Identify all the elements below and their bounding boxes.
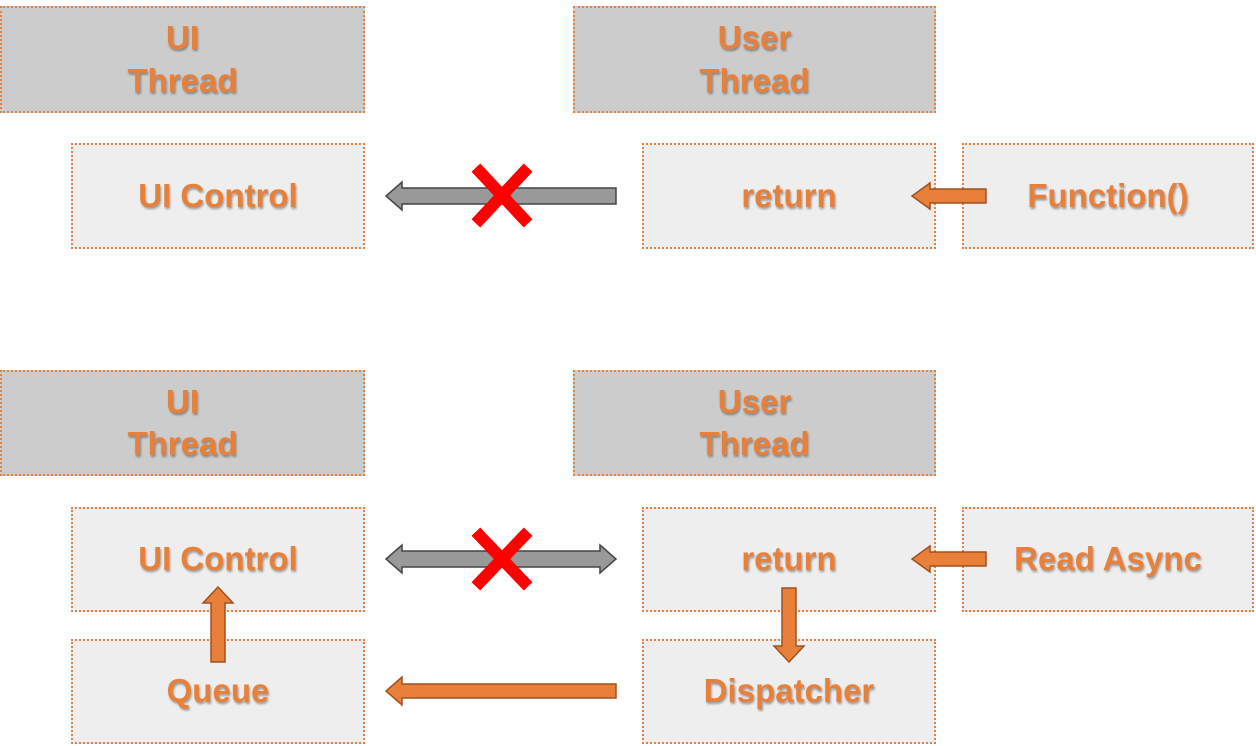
return-box-bottom: return xyxy=(642,507,936,612)
arrow-dispatcher-to-queue xyxy=(384,675,617,707)
return-label: return xyxy=(741,176,837,214)
blocked-double-arrow-bottom xyxy=(384,543,618,575)
user-thread-label: User Thread xyxy=(699,19,810,99)
queue-box: Queue xyxy=(71,639,365,744)
read-async-box: Read Async xyxy=(962,507,1254,612)
blocked-arrow-top xyxy=(384,180,617,212)
dispatcher-box: Dispatcher xyxy=(642,639,936,744)
return-label: return xyxy=(741,540,837,578)
ui-control-label: UI Control xyxy=(138,540,298,578)
return-box-top: return xyxy=(642,143,936,249)
ui-control-label: UI Control xyxy=(138,176,298,214)
function-box: Function() xyxy=(962,143,1254,249)
ui-thread-header-top: UI Thread xyxy=(0,6,365,113)
ui-control-box-top: UI Control xyxy=(71,143,365,249)
user-thread-header-top: User Thread xyxy=(573,6,936,113)
function-label: Function() xyxy=(1027,176,1189,214)
read-async-label: Read Async xyxy=(1014,540,1202,578)
queue-label: Queue xyxy=(166,672,270,710)
dispatcher-label: Dispatcher xyxy=(703,672,875,710)
cross-icon xyxy=(471,163,533,228)
ui-thread-header-bottom: UI Thread xyxy=(0,370,365,476)
ui-thread-label: UI Thread xyxy=(127,382,238,462)
user-thread-header-bottom: User Thread xyxy=(573,370,936,476)
ui-control-box-bottom: UI Control xyxy=(71,507,365,612)
cross-icon xyxy=(471,527,533,591)
ui-thread-label: UI Thread xyxy=(127,19,238,99)
user-thread-label: User Thread xyxy=(699,382,810,462)
